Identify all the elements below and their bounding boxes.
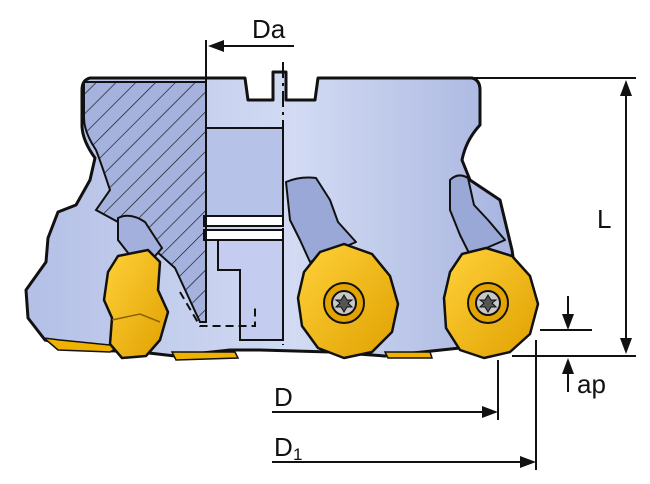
insert-left-facet bbox=[111, 313, 161, 323]
insert-edges-bottom bbox=[41, 336, 434, 361]
dimension-da bbox=[205, 40, 294, 322]
insert-left bbox=[102, 248, 170, 360]
chip-pocket-1 bbox=[285, 176, 357, 263]
insert-right bbox=[442, 246, 540, 360]
edge-strip-mid bbox=[170, 351, 240, 361]
l-arrow-top bbox=[620, 80, 632, 96]
da-arrowhead bbox=[208, 40, 224, 52]
ap-arrow-up bbox=[562, 358, 574, 374]
dimension-ap bbox=[540, 296, 592, 392]
l-arrow-bottom bbox=[620, 338, 632, 354]
torx-center-icon bbox=[334, 294, 354, 313]
label-d1-subscript: 1 bbox=[293, 445, 302, 464]
label-d: D bbox=[274, 382, 293, 412]
d-arrowhead bbox=[482, 406, 498, 418]
insert-center bbox=[296, 242, 400, 360]
label-d1: D bbox=[274, 432, 293, 462]
pocket-outline bbox=[179, 291, 256, 327]
label-l: L bbox=[597, 204, 611, 234]
edge-strip-right bbox=[383, 351, 434, 359]
key-slot bbox=[203, 215, 284, 227]
d1-arrowhead bbox=[520, 456, 536, 468]
dimension-l bbox=[472, 77, 636, 357]
key-slot-lower bbox=[203, 229, 284, 241]
center-bore bbox=[179, 127, 284, 341]
dimension-d bbox=[272, 360, 499, 420]
label-ap: ap bbox=[577, 369, 606, 399]
ap-arrow-down bbox=[562, 314, 574, 330]
insert-left-body bbox=[102, 248, 170, 360]
label-da: Da bbox=[252, 14, 286, 44]
torx-right-icon bbox=[478, 294, 498, 313]
bore-upper bbox=[205, 127, 284, 217]
dimension-d1 bbox=[272, 340, 537, 470]
